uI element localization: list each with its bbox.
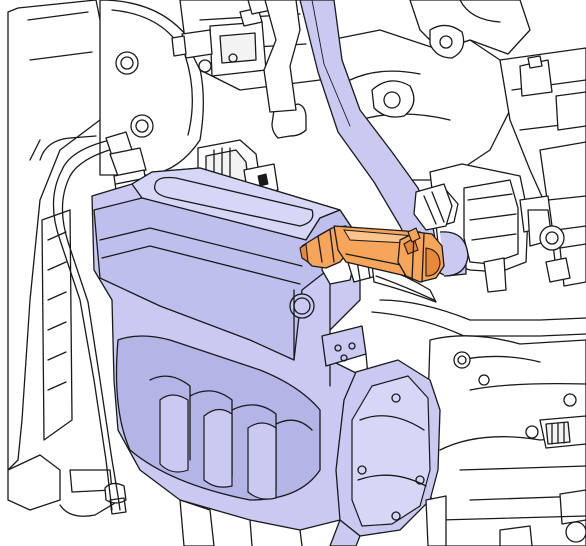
fuel-filter-housing — [91, 167, 447, 546]
orange-sleeve-part — [299, 225, 445, 283]
fuel-return-hose — [299, 0, 469, 277]
